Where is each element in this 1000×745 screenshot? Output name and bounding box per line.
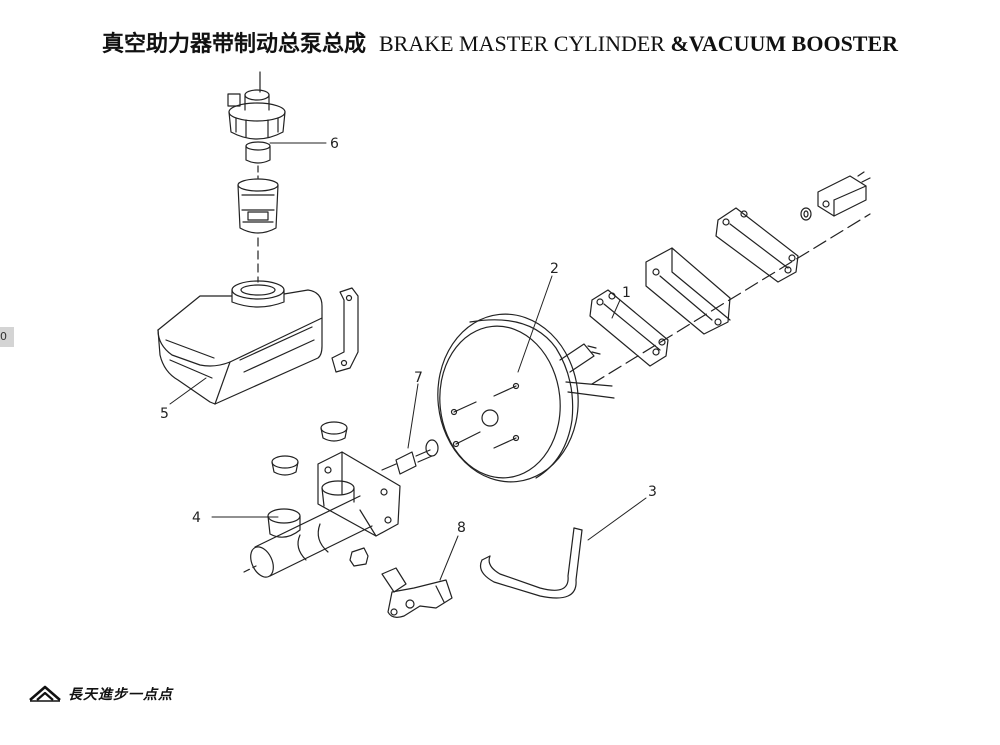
reservoir-tank [157, 280, 323, 405]
strainer-collar [245, 141, 271, 164]
leader-lines [169, 142, 647, 581]
callout-6: 6 [330, 136, 339, 152]
title-english: BRAKE MASTER CYLINDER [378, 31, 671, 56]
title-chinese: 真空助力器带制动总泵总成 [101, 32, 366, 57]
gasket-2 [715, 207, 799, 283]
lock-washer [800, 207, 812, 221]
callout-3: 3 [648, 484, 657, 500]
seal-plug-1 [271, 455, 299, 476]
gasket-1 [589, 289, 669, 367]
seal-plug-2 [320, 421, 348, 442]
spacer-block [645, 247, 731, 335]
reservoir-cap [227, 71, 286, 140]
callout-1: 1 [622, 285, 631, 301]
callout-4: 4 [192, 510, 201, 526]
mounting-bracket [331, 287, 359, 373]
footer-brand-text: 長天進步一点点 [68, 687, 173, 703]
master-cylinder [243, 451, 401, 578]
title-english-bold: &VACUUM BOOSTER [670, 31, 899, 56]
footer-brand: 長天進步一点点 [28, 684, 173, 704]
filter-screen [237, 178, 279, 234]
booster-axis-line [591, 213, 871, 385]
callout-2: 2 [550, 261, 559, 277]
callout-7: 7 [414, 370, 423, 386]
proportioning-valve [381, 567, 453, 618]
small-nut [349, 547, 369, 567]
callout-8: 8 [457, 520, 466, 536]
check-valve-fitting [381, 439, 439, 475]
page-edge-tag: 0 [0, 327, 14, 347]
callout-5: 5 [160, 406, 169, 422]
diagram-title: 真空助力器带制动总泵总成 BRAKE MASTER CYLINDER &VACU… [0, 26, 1000, 58]
clevis-fork [817, 171, 871, 217]
company-logo-icon [29, 685, 61, 702]
vacuum-booster [437, 313, 615, 483]
vacuum-hose [479, 527, 583, 599]
